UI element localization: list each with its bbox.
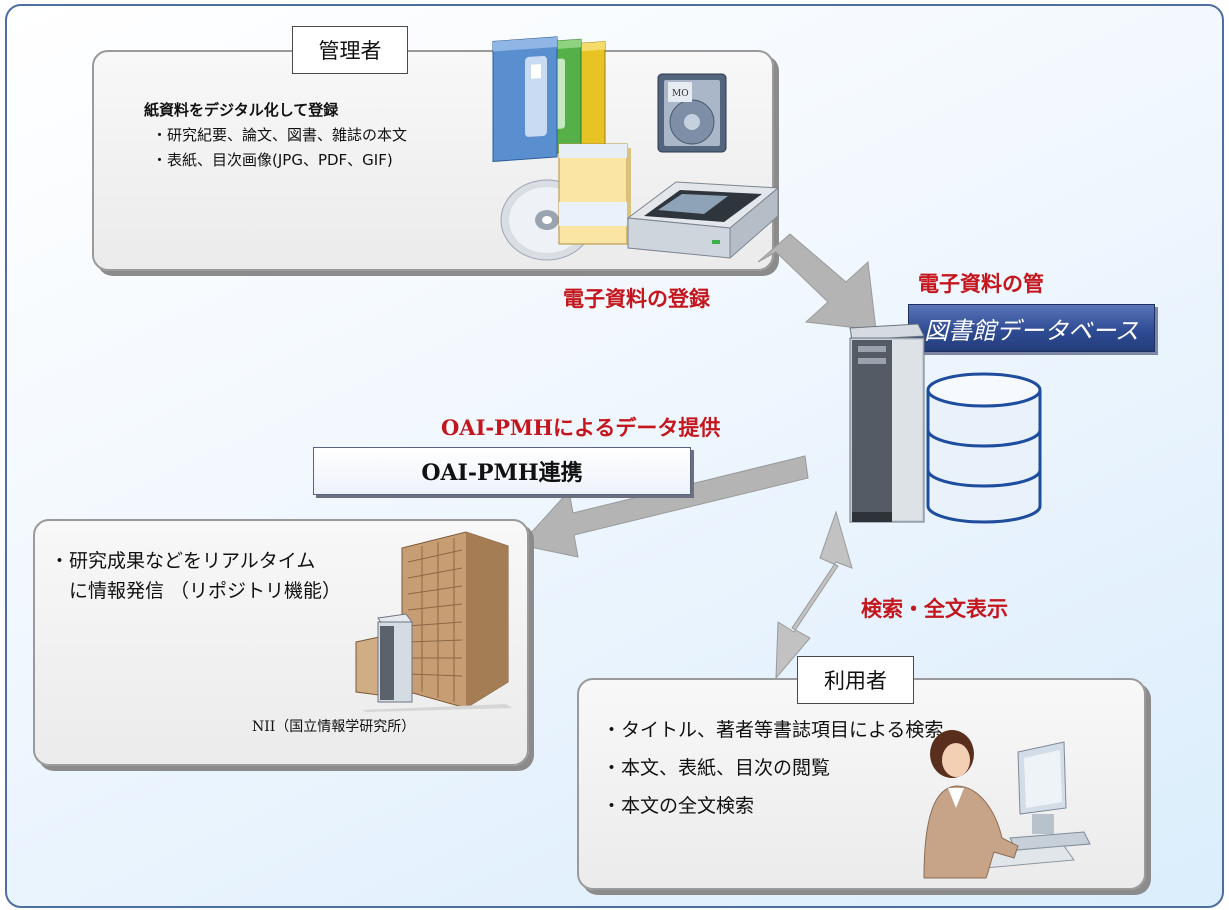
caption-manage: 電子資料の管: [918, 271, 1044, 296]
person-at-computer-icon: [923, 730, 1091, 879]
admin-heading: 紙資料をデジタル化して登録: [144, 101, 339, 119]
caption-oai-provide: OAI-PMHによるデータ提供: [441, 415, 721, 440]
admin-label: 管理者: [292, 26, 408, 74]
oai-pmh-box: OAI-PMH連携: [313, 447, 691, 495]
book-icon: [558, 143, 631, 245]
user-label: 利用者: [797, 656, 914, 704]
nii-line-1: ・研究成果などをリアルタイム: [50, 550, 316, 572]
admin-item-1: ・研究紀要、論文、図書、雑誌の本文: [152, 126, 408, 144]
database-cylinder-icon: [926, 372, 1042, 524]
database-label: 図書館データベース: [908, 304, 1155, 352]
nii-line-2: に情報発信 （リポジトリ機能）: [50, 580, 342, 602]
caption-register: 電子資料の登録: [563, 286, 710, 311]
admin-item-2: ・表紙、目次画像(JPG、PDF、GIF): [152, 151, 393, 169]
mo-label: MO: [672, 89, 689, 99]
caption-search: 検索・全文表示: [861, 596, 1008, 621]
scanner-icon: [626, 181, 780, 260]
user-item-1: ・タイトル、著者等書誌項目による検索: [602, 719, 944, 741]
binders-icon: [492, 36, 606, 162]
mo-disk-icon: MO: [657, 73, 727, 153]
user-item-3: ・本文の全文検索: [602, 795, 755, 817]
nii-server-icon: [377, 613, 413, 703]
user-item-2: ・本文、表紙、目次の閲覧: [602, 757, 831, 779]
nii-caption: NII（国立情報学研究所）: [252, 719, 416, 735]
server-icon: [849, 323, 925, 523]
